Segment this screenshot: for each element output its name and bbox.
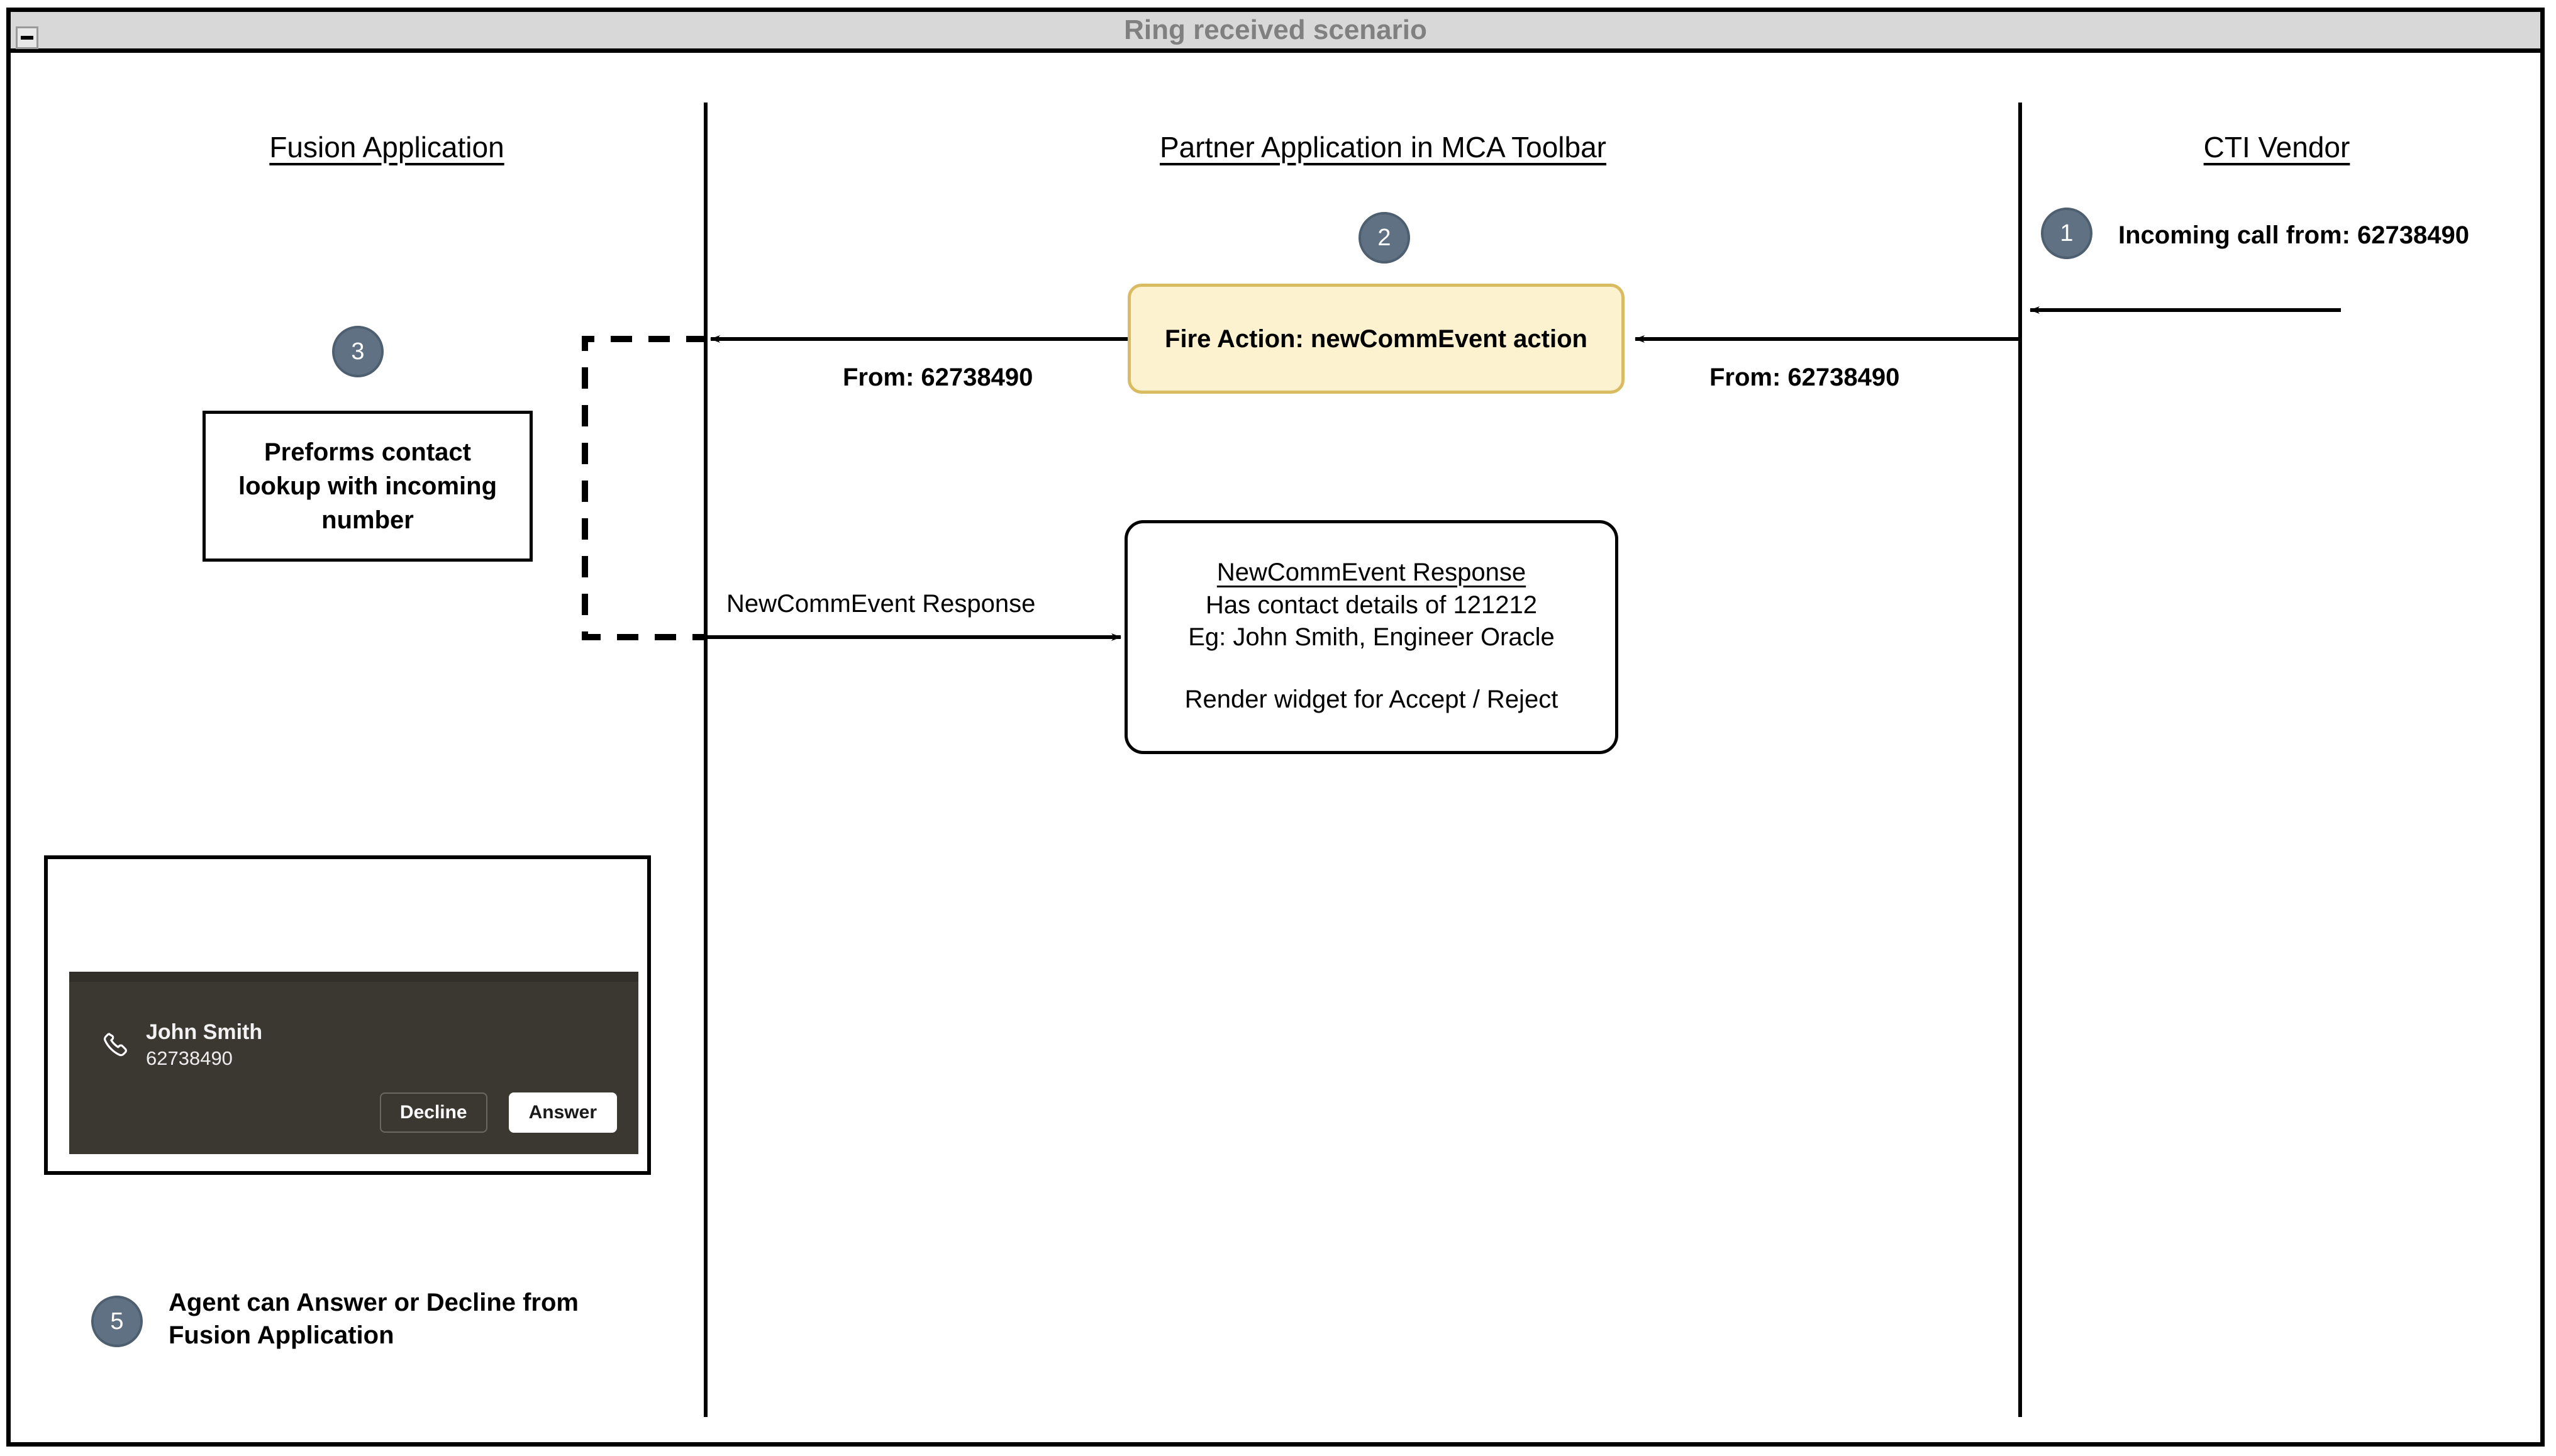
popup-top-strip <box>69 972 638 982</box>
message-label-cti-to-partner: From: 62738490 <box>1709 364 1900 391</box>
caller-name: John Smith <box>146 1020 263 1044</box>
caller-number: 62738490 <box>146 1047 233 1070</box>
lifeline-cti <box>2018 103 2022 1417</box>
lane-header-partner: Partner Application in MCA Toolbar <box>1160 131 1606 164</box>
incoming-call-popup: John Smith 62738490 Decline Answer <box>69 972 638 1154</box>
step-badge-3: 3 <box>332 326 384 377</box>
process-box-newcommevent-response: NewCommEvent Response Has contact detail… <box>1125 520 1618 754</box>
step-badge-2: 2 <box>1359 212 1410 264</box>
step-1-text: Incoming call from: 62738490 <box>2118 221 2470 249</box>
response-line-2: Eg: John Smith, Engineer Oracle <box>1188 623 1555 651</box>
lane-header-cti: CTI Vendor <box>2203 131 2350 164</box>
caller-text-block: John Smith 62738490 <box>146 1020 263 1070</box>
lane-header-fusion: Fusion Application <box>269 131 504 164</box>
answer-button[interactable]: Answer <box>508 1092 617 1133</box>
diagram-title-bar: Ring received scenario <box>11 12 2540 53</box>
phone-handset-icon <box>104 1033 127 1057</box>
caller-info-row: John Smith 62738490 <box>102 1020 263 1070</box>
response-line-3: Render widget for Accept / Reject <box>1184 686 1559 714</box>
page-title: Ring received scenario <box>1124 14 1427 45</box>
process-box-fire-action: Fire Action: newCommEvent action <box>1128 284 1625 394</box>
decline-button[interactable]: Decline <box>379 1092 487 1133</box>
step-badge-1: 1 <box>2041 208 2092 259</box>
response-line-1: Has contact details of 121212 <box>1205 591 1537 619</box>
step-badge-5: 5 <box>91 1296 143 1347</box>
message-label-partner-to-fusion: From: 62738490 <box>843 364 1033 391</box>
popup-actions: Decline Answer <box>379 1092 617 1133</box>
message-label-newcommevent-response: NewCommEvent Response <box>726 590 1036 618</box>
lifeline-fusion <box>704 103 708 1417</box>
step-5-text: Agent can Answer or Decline from Fusion … <box>169 1289 579 1349</box>
response-title: NewCommEvent Response <box>1216 558 1526 586</box>
collapse-icon[interactable] <box>16 26 38 49</box>
minus-glyph <box>21 36 33 40</box>
process-box-contact-lookup: Preforms contact lookup with incoming nu… <box>203 411 533 562</box>
